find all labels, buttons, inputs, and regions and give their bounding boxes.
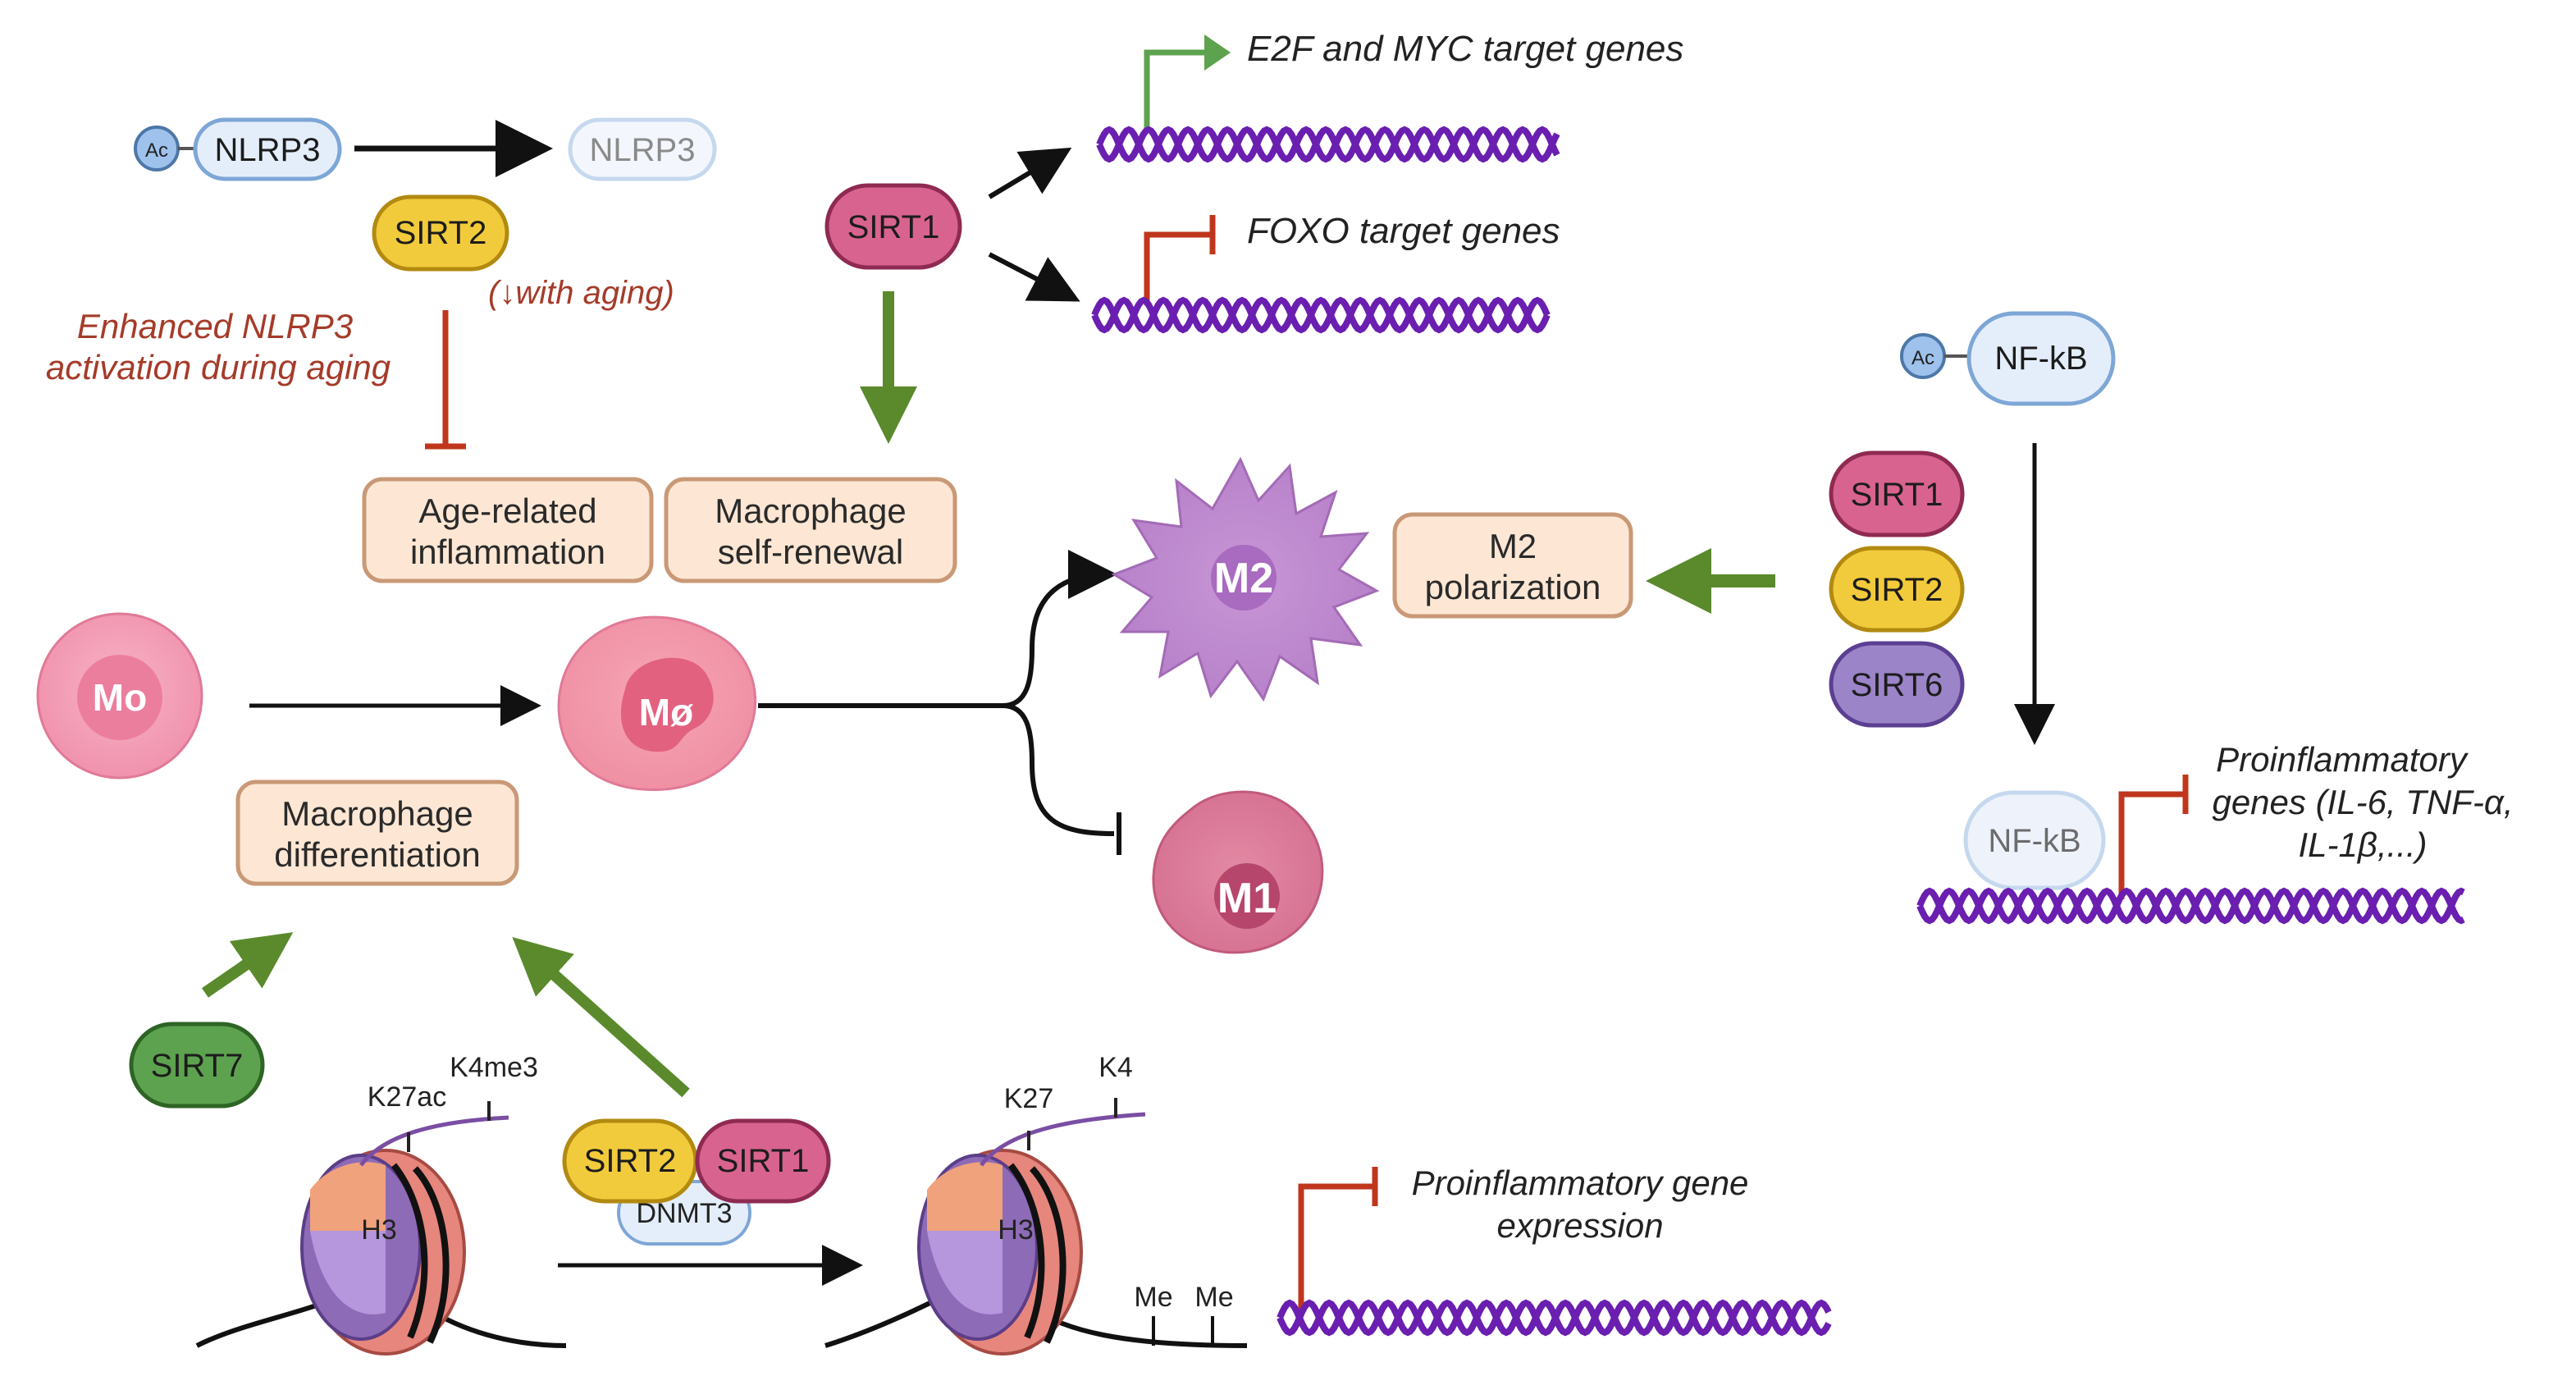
nucleosome-before-h3: H3	[361, 1214, 396, 1246]
foxo-genes-label: FOXO target genes	[1247, 211, 1560, 251]
acetyl-label: Ac	[145, 139, 168, 162]
mark-k27ac-label: K27ac	[368, 1081, 446, 1113]
nucleosome-after-icon	[917, 1149, 1083, 1356]
nfkb-sirt6-label: SIRT6	[1851, 667, 1943, 703]
e2f-promoter-arrowhead	[1204, 34, 1231, 71]
aging-caption-line1: Enhanced NLRP3	[77, 307, 353, 345]
proinflammatory-genes-line2: genes (IL-6, TNF-α,	[2212, 783, 2513, 821]
sirt7-to-differentiation-arrow	[202, 932, 294, 998]
dna-strand	[1277, 1299, 1832, 1337]
gene-expression-line1: Proinflammatory gene	[1412, 1164, 1749, 1202]
complex-sirt1-pill	[695, 1118, 831, 1204]
complex-sirt1-label: SIRT1	[717, 1143, 810, 1179]
sirt2-nlrp3-pill	[372, 194, 509, 272]
sirt2-nlrp3-label: SIRT2	[395, 215, 487, 251]
aging-caption-line2: activation during aging	[46, 348, 391, 386]
age-inflammation-line1: Age-related	[418, 491, 596, 530]
e2f-genes-label: E2F and MYC target genes	[1247, 29, 1683, 69]
mark-k4-label: K4	[1098, 1052, 1133, 1083]
nlrp3-deacetylated-label: NLRP3	[590, 132, 696, 168]
sirt1-top-pill	[824, 183, 962, 270]
monocyte-nucleus	[77, 655, 162, 740]
gene-expression-line2: expression	[1496, 1206, 1663, 1245]
differentiation-box	[235, 780, 519, 886]
nfkb-sirt6-pill	[1829, 641, 1965, 728]
histone-tail-before	[359, 1115, 509, 1167]
foxo-inhibit-line	[1144, 231, 1213, 305]
sirt7-pill	[129, 1022, 265, 1109]
self-renewal-line1: Macrophage	[715, 491, 906, 530]
m1-label: M1	[1217, 875, 1277, 922]
m1-nucleus	[1214, 863, 1280, 929]
foxo-dna-helix	[1091, 296, 1551, 334]
cell-lineage: Mo Mø M2 M1	[36, 456, 1380, 954]
nfkb-acetylated-pill	[1966, 311, 2116, 406]
age-inflammation-box	[362, 477, 654, 583]
age-inflammation-line2: inflammation	[410, 533, 605, 571]
nfkb-sirt2-pill	[1829, 546, 1965, 633]
proinflammatory-genes-line1: Proinflammatory	[2216, 740, 2469, 779]
gene-expression-inhibit-line	[1298, 1183, 1375, 1311]
epigenetic-module: SIRT7 H3 K27ac K4me3 DNMT3 SIRT2 SIRT1	[129, 932, 1832, 1356]
nlrp3-acetylated-pill	[193, 117, 342, 181]
complex-sirt2-label: SIRT2	[584, 1143, 677, 1179]
self-renewal-box	[664, 477, 957, 583]
nlrp3-deacetylated-pill	[568, 117, 717, 181]
nucleosome-after-h3: H3	[998, 1214, 1033, 1246]
sirt1-to-foxo-arrow	[988, 252, 1080, 302]
methyl-label-1: Me	[1134, 1282, 1172, 1313]
e2f-promoter-arrow	[1144, 49, 1204, 131]
e2f-dna-helix	[1096, 126, 1560, 163]
dna-strand	[1096, 126, 1560, 163]
nlrp3-acetylated-label: NLRP3	[215, 132, 321, 168]
dna-strand	[1916, 887, 2465, 925]
sirt1-top-label: SIRT1	[847, 209, 940, 245]
methyl-label-2: Me	[1194, 1282, 1233, 1313]
nucleosome-before-icon	[300, 1149, 466, 1356]
proinflammatory-inhibit-line	[2118, 791, 2185, 899]
differentiation-line2: differentiation	[274, 835, 480, 874]
nfkb-module: Ac NF-kB SIRT1 SIRT2 SIRT6 NF-kB Proinfl…	[1646, 311, 2514, 925]
mark-k4me3-label: K4me3	[450, 1052, 538, 1083]
nlrp3-module: Ac NLRP3 NLRP3 SIRT2 (↓with aging) Enhan…	[46, 117, 717, 450]
sirt1-to-e2f-arrow	[988, 147, 1072, 199]
m2-label: M2	[1214, 555, 1273, 602]
macrophage-label: Mø	[639, 691, 693, 734]
self-renewal-line2: self-renewal	[718, 533, 903, 571]
nfkb-dna-helix	[1916, 887, 2465, 925]
nfkb-sirt2-label: SIRT2	[1851, 572, 1943, 608]
dna-strand	[1096, 126, 1560, 163]
macrophage-to-m1-branch	[1002, 703, 1115, 836]
nfkb-sirt1-pill	[1829, 450, 1965, 537]
m2-nucleus	[1211, 545, 1277, 610]
nfkb-bound-label: NF-kB	[1988, 823, 2080, 859]
nfkb-acetylated-label: NF-kB	[1994, 341, 2087, 377]
sirt7-label: SIRT7	[151, 1048, 244, 1084]
outcome-boxes: Age-related inflammation Macrophage self…	[235, 477, 1633, 886]
m2-polarization-line1: M2	[1489, 527, 1537, 565]
aging-note: (↓with aging)	[488, 275, 674, 311]
nfkb-acetyl-label: Ac	[1911, 347, 1934, 369]
dna-strand	[1091, 296, 1551, 334]
monocyte-label: Mo	[93, 676, 147, 719]
dna-strand	[1091, 296, 1551, 334]
m2-polarization-box	[1392, 512, 1633, 619]
proinflammatory-genes-line3: IL-1β,...)	[2298, 825, 2427, 864]
nfkb-bound-pill	[1963, 790, 2106, 890]
differentiation-line1: Macrophage	[281, 794, 473, 833]
nfkb-sirt1-label: SIRT1	[1851, 477, 1943, 513]
epigenetic-dna-helix	[1277, 1299, 1832, 1337]
macrophage-nucleus	[620, 657, 714, 752]
m2-polarization-line2: polarization	[1425, 568, 1601, 606]
sirt-complex-to-differentiation-arrow	[512, 936, 690, 1098]
macrophage-to-m2-branch	[1002, 550, 1117, 708]
mark-k27-label: K27	[1004, 1083, 1054, 1114]
sirt1-gene-module: SIRT1 E2F and MYC target genes FOXO targ…	[824, 29, 1683, 444]
